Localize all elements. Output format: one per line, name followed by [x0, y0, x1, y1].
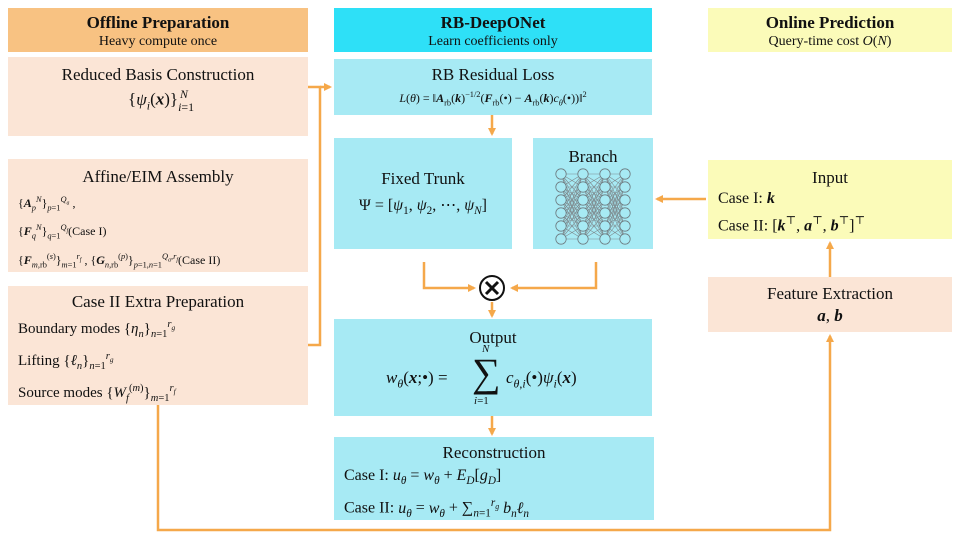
center-header: RB-DeepONet Learn coefficients only: [334, 8, 652, 52]
case2-boundary-modes: Boundary modes {ηn}n=1rg: [18, 319, 176, 340]
affine-eim-box: Affine/EIM Assembly {ApN}p=1Qa , {FqN}q=…: [8, 159, 308, 272]
nn-node: [555, 181, 567, 193]
affine-eim-title: Affine/EIM Assembly: [82, 167, 234, 186]
multiply-node: [479, 275, 505, 301]
reconstruction-title: Reconstruction: [442, 443, 546, 462]
affine-line-1: {ApN}p=1Qa ,: [18, 195, 76, 213]
nn-node: [619, 181, 631, 193]
nn-node: [599, 168, 611, 180]
reconstruction-case1: Case I: uθ = wθ + ED[gD]: [344, 467, 502, 488]
feature-formula: a, b: [817, 306, 843, 325]
branch-title: Branch: [568, 147, 618, 166]
case2-source-modes: Source modes {Wf(m)}m=1rf: [18, 383, 176, 404]
affine-line-3: {Fm,rb(s)}m=1rf , {Gn,rb(p)}p=1,n=1Qa,rf…: [18, 251, 221, 270]
nn-edge: [604, 199, 626, 240]
nn-node: [619, 233, 631, 245]
nn-node: [619, 207, 631, 219]
nn-node: [555, 220, 567, 232]
rb-residual-loss-box: RB Residual Loss L(θ) = ‖Arb(k)−1/2(Frb(…: [334, 59, 652, 115]
nn-edge: [582, 186, 606, 240]
output-box: Output wθ(x;•) = N ∑ i=1 cθ,i(•)ψi(x): [334, 319, 652, 416]
input-case1: Case I: k: [718, 190, 775, 207]
fixed-trunk-box: Fixed Trunk Ψ = [ψ1, ψ2, ⋯, ψN]: [334, 138, 512, 249]
reduced-basis-formula: {ψi(x)}i=1N: [128, 87, 195, 115]
loss-formula: L(θ) = ‖Arb(k)−1/2(Frb(•) − Arb(k)cθ(•))…: [399, 90, 587, 108]
nn-edge: [560, 173, 584, 227]
nn-node: [599, 233, 611, 245]
offline-header-subtitle: Heavy compute once: [98, 34, 218, 49]
nn-node: [599, 207, 611, 219]
nn-edge: [560, 186, 584, 240]
offline-header: Offline Preparation Heavy compute once: [8, 8, 308, 52]
nn-node: [577, 207, 589, 219]
nn-node: [619, 168, 631, 180]
reduced-basis-box: Reduced Basis Construction {ψi(x)}i=1N: [8, 57, 308, 136]
online-header: Online Prediction Query-time cost O(N): [708, 8, 952, 52]
nn-node: [577, 181, 589, 193]
center-header-title: RB-DeepONet: [440, 13, 546, 32]
center-header-subtitle: Learn coefficients only: [428, 34, 558, 49]
nn-node: [555, 194, 567, 206]
nn-edge: [604, 173, 626, 214]
nn-node: [599, 194, 611, 206]
case2-to-feature-arrow: [156, 334, 834, 532]
nn-node: [555, 168, 567, 180]
nn-node: [619, 220, 631, 232]
online-header-title: Online Prediction: [765, 13, 895, 32]
offline-header-title: Offline Preparation: [86, 13, 230, 32]
neural-network-icon: [555, 168, 631, 245]
reconstruction-box: Reconstruction Case I: uθ = wθ + ED[gD] …: [334, 437, 654, 520]
nn-node: [577, 220, 589, 232]
reconstruction-case2: Case II: uθ = wθ + ∑n=1rg bnℓn: [344, 497, 529, 520]
nn-edge: [560, 212, 584, 240]
affine-line-2: {FqN}q=1Qf(Case I): [18, 223, 107, 241]
nn-edge: [560, 173, 584, 214]
nn-node: [577, 233, 589, 245]
case2-prep-title: Case II Extra Preparation: [71, 292, 245, 311]
branch-box: Branch: [533, 138, 653, 249]
nn-node: [599, 181, 611, 193]
feature-extraction-box: Feature Extraction a, b: [708, 277, 952, 332]
loss-title: RB Residual Loss: [431, 65, 555, 84]
nn-node: [577, 168, 589, 180]
nn-edge: [582, 173, 606, 201]
branch-to-multiply-arrow: [510, 262, 598, 292]
feature-title: Feature Extraction: [766, 284, 894, 303]
nn-node: [555, 207, 567, 219]
nn-edge: [582, 212, 606, 240]
nn-edge: [560, 173, 584, 201]
output-formula: wθ(x;•) = N ∑ i=1 cθ,i(•)ψi(x): [386, 343, 577, 407]
reduced-basis-title: Reduced Basis Construction: [61, 65, 255, 84]
online-header-subtitle: Query-time cost O(N): [768, 34, 892, 49]
nn-edge: [582, 199, 606, 240]
case2-lifting: Lifting {ℓn}n=1rg: [18, 351, 114, 372]
case2-prep-box: Case II Extra Preparation Boundary modes…: [8, 286, 308, 405]
nn-node: [599, 220, 611, 232]
nn-edge: [560, 199, 584, 240]
nn-edge: [582, 173, 606, 214]
offline-to-loss-arrow: [308, 85, 322, 347]
nn-node: [555, 233, 567, 245]
nn-edge: [582, 173, 606, 227]
input-title: Input: [812, 168, 848, 187]
input-box: Input Case I: k Case II: [k⊤, a⊤, b⊤]⊤: [708, 160, 952, 239]
trunk-to-multiply-arrow: [422, 262, 476, 292]
nn-node: [619, 194, 631, 206]
nn-node: [577, 194, 589, 206]
output-title: Output: [469, 328, 517, 347]
trunk-formula: Ψ = [ψ1, ψ2, ⋯, ψN]: [359, 197, 487, 218]
trunk-title: Fixed Trunk: [381, 169, 465, 188]
input-case2: Case II: [k⊤, a⊤, b⊤]⊤: [718, 215, 865, 235]
